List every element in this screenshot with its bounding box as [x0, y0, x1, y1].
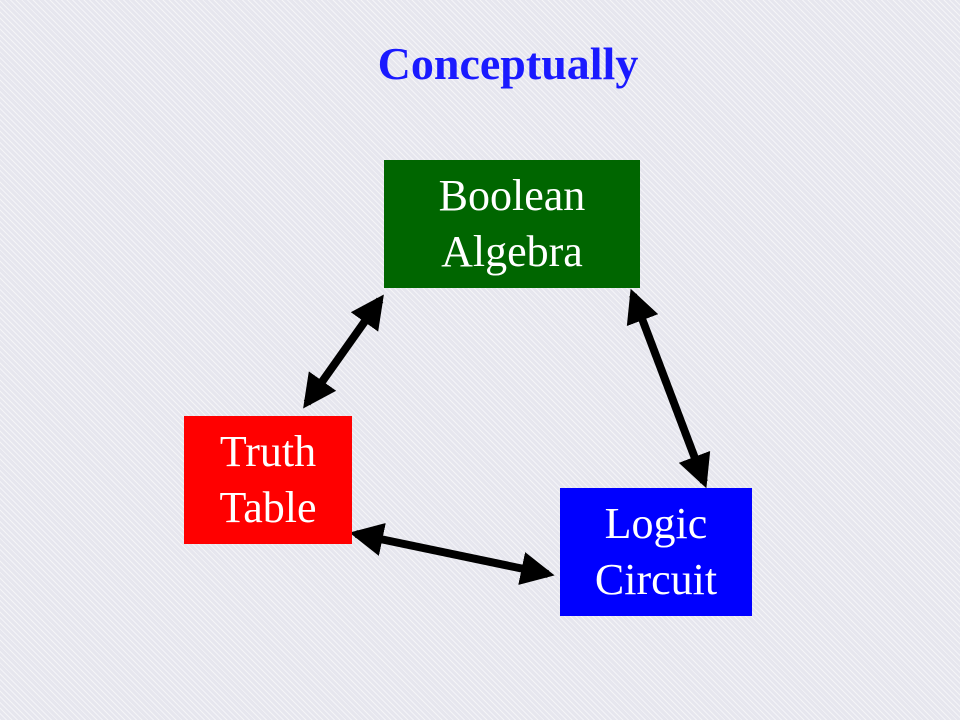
- arrow-truth-table-logic-circuit: [349, 523, 555, 585]
- logic-circuit-box: Logic Circuit: [560, 488, 752, 616]
- arrow-truth-table-boolean-algebra: [303, 294, 384, 409]
- truth-table-box: Truth Table: [184, 416, 352, 544]
- slide-title: Conceptually: [377, 38, 639, 89]
- boolean-algebra-box: Boolean Algebra: [384, 160, 640, 288]
- arrow-boolean-algebra-logic-circuit: [626, 288, 711, 489]
